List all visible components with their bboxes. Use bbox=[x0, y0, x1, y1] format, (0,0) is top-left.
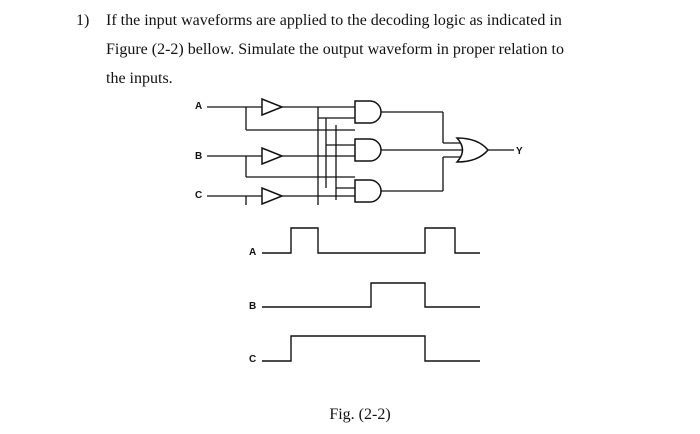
figure-caption: Fig. (2-2) bbox=[329, 406, 391, 423]
wave-label-a: A bbox=[249, 247, 256, 258]
question-line-1: If the input waveforms are applied to th… bbox=[106, 12, 562, 29]
and-gate-3 bbox=[354, 179, 382, 203]
wave-label-b: B bbox=[249, 301, 256, 312]
question-line-2: Figure (2-2) bellow. Simulate the output… bbox=[106, 41, 564, 58]
wave-label-c: C bbox=[249, 354, 256, 365]
waveform-b bbox=[262, 282, 480, 308]
waveform-a bbox=[262, 227, 480, 254]
input-label-a: A bbox=[195, 101, 202, 112]
buffer-b bbox=[261, 146, 285, 166]
and-gate-1 bbox=[354, 100, 382, 124]
buffer-a bbox=[261, 97, 285, 117]
or-gate bbox=[455, 137, 489, 163]
buffer-c bbox=[261, 186, 285, 206]
input-label-c: C bbox=[195, 190, 202, 201]
input-wires bbox=[207, 106, 355, 205]
and-output-wires bbox=[381, 111, 462, 192]
input-label-b: B bbox=[195, 151, 202, 162]
question-text: If the input waveforms are applied to th… bbox=[106, 6, 636, 93]
question-line-3: the inputs. bbox=[106, 70, 173, 87]
waveform-c bbox=[262, 335, 480, 362]
output-label-y: Y bbox=[516, 146, 523, 157]
and-gate-2 bbox=[354, 138, 382, 162]
question-number: 1) bbox=[76, 12, 90, 29]
bus-wires bbox=[282, 106, 355, 205]
